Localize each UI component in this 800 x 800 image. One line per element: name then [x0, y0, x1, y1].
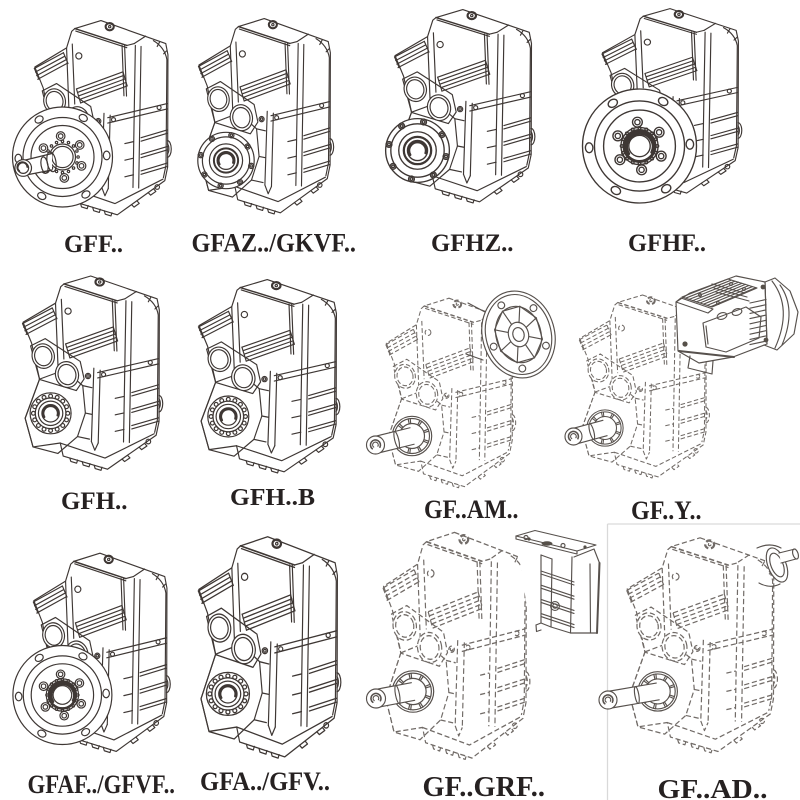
- svg-text:GF..GRF..: GF..GRF..: [423, 772, 546, 800]
- svg-text:GFHF..: GFHF..: [628, 230, 706, 257]
- svg-text:GFAZ../GKVF..: GFAZ../GKVF..: [192, 229, 357, 258]
- svg-text:GFAF../GFVF..: GFAF../GFVF..: [28, 769, 176, 799]
- svg-text:GFF..: GFF..: [64, 231, 123, 258]
- svg-text:GFH..B: GFH..B: [230, 484, 315, 511]
- svg-text:GFH..: GFH..: [61, 488, 128, 515]
- svg-text:GF..AM..: GF..AM..: [424, 495, 519, 524]
- svg-text:GFA../GFV..: GFA../GFV..: [200, 767, 330, 796]
- svg-text:GFHZ..: GFHZ..: [431, 230, 514, 257]
- svg-text:GF..Y..: GF..Y..: [631, 496, 702, 525]
- svg-text:GF..AD..: GF..AD..: [658, 773, 768, 800]
